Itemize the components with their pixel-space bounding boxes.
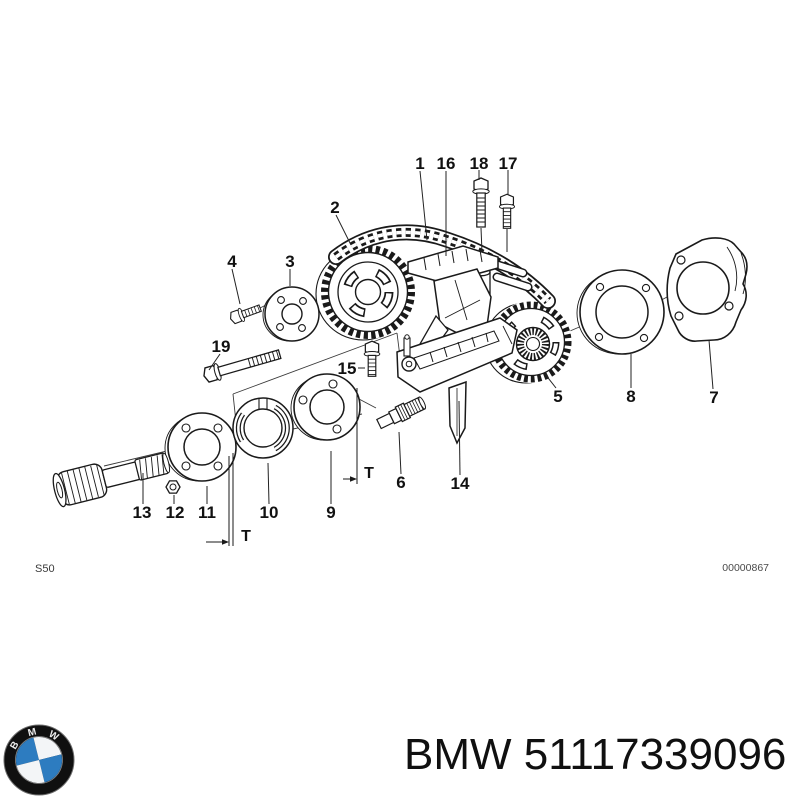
callout-16: 16 [437, 154, 456, 173]
callout-9: 9 [326, 503, 335, 522]
logo-letter-b: B [8, 740, 21, 752]
part-10-slotted-ring [232, 397, 294, 459]
part-14-guide-rail [396, 317, 518, 445]
callout-4: 4 [227, 252, 237, 271]
callout-15: 15 [338, 359, 357, 378]
sheet-code-right: 00000867 [722, 562, 769, 574]
bmw-roundel-logo: B M W [3, 724, 75, 796]
footer-brand-row: B M W BMW 51117339096 [0, 712, 800, 800]
callout-18: 18 [470, 154, 489, 173]
callout-12: 12 [166, 503, 185, 522]
callout-5: 5 [553, 387, 562, 406]
callout-11: 11 [198, 503, 216, 522]
part-3-flange-disc [262, 286, 320, 342]
t-mark-right: T [364, 465, 374, 482]
callout-labels: 1 16 18 17 2 4 3 19 15 5 8 7 6 14 13 12 … [133, 154, 719, 545]
callout-14: 14 [451, 474, 470, 493]
parts-diagram: 1 16 18 17 2 4 3 19 15 5 8 7 6 14 13 12 … [35, 154, 769, 575]
part-8-gasket-ring [576, 269, 665, 355]
callout-8: 8 [626, 387, 635, 406]
callout-10: 10 [260, 503, 279, 522]
logo-letter-m: M [27, 726, 38, 739]
diagram-area: 1 16 18 17 2 4 3 19 15 5 8 7 6 14 13 12 … [35, 154, 769, 575]
t-mark-bottom: T [241, 528, 251, 545]
part-4-bolt [227, 301, 264, 326]
callout-3: 3 [285, 252, 294, 271]
callout-7: 7 [709, 388, 718, 407]
part-11-flange-disc [164, 412, 237, 482]
leader-lines [142, 170, 714, 505]
part-12-nut [165, 480, 181, 494]
part-17-bolt [498, 193, 516, 229]
callout-13: 13 [133, 503, 152, 522]
callout-17: 17 [499, 154, 518, 173]
callout-1: 1 [415, 154, 424, 173]
part-9-flange-disc [290, 373, 361, 441]
part-18-bolt [472, 177, 490, 228]
part-6-stud [376, 396, 427, 430]
callout-19: 19 [212, 337, 231, 356]
callout-6: 6 [396, 473, 405, 492]
dimension-marks [206, 388, 358, 546]
callout-2: 2 [330, 198, 339, 217]
part-7-end-cover [666, 237, 748, 342]
part-16-tensioner [407, 245, 499, 353]
part-15-bolt [363, 340, 381, 377]
part-13-knurled-shaft [52, 452, 171, 508]
part-2-cam-sprocket [315, 245, 415, 341]
brand-part-number: BMW 51117339096 [404, 730, 787, 779]
sheet-code-left: S50 [35, 563, 55, 575]
